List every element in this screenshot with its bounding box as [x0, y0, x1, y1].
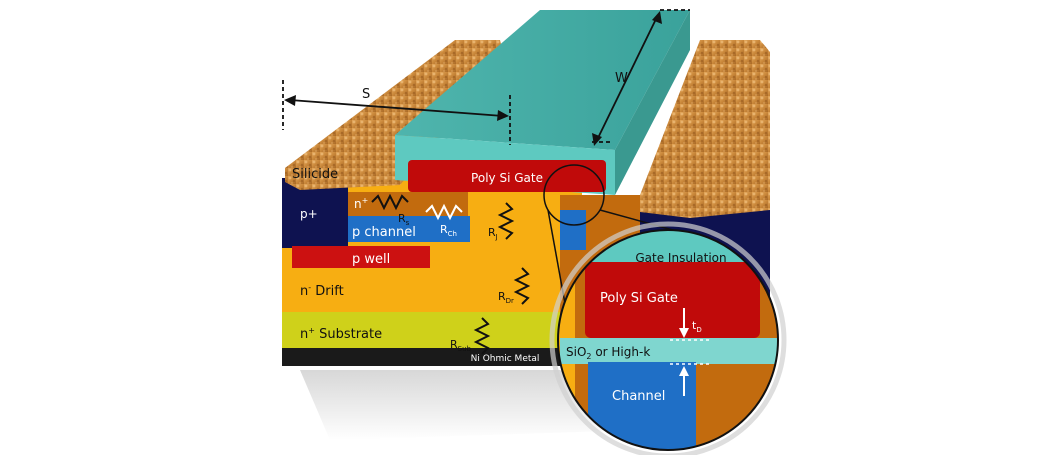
zoom-magnifier — [549, 221, 787, 455]
label-n-plus: n+ — [354, 196, 368, 211]
dimension-lines — [282, 9, 690, 146]
gate-insulation-side — [615, 10, 690, 195]
zoom-oxide-layer — [560, 338, 778, 364]
label-rch: RCh — [440, 223, 457, 238]
resistor-rs-icon — [371, 193, 409, 211]
silicide-pad-left — [285, 40, 505, 190]
label-p-well: p well — [352, 252, 390, 267]
label-zoom-sio2: SiO2 or High-k — [566, 345, 650, 361]
label-n-substrate: n+ Substrate — [300, 326, 382, 342]
label-rs: Rs — [398, 212, 410, 227]
label-zoom-channel: Channel — [612, 389, 665, 404]
resistor-symbols — [371, 193, 531, 355]
resistor-rsub-icon — [473, 317, 491, 355]
drain-side-blue — [560, 210, 586, 250]
label-zoom-gate-insulation: Gate Insulation — [635, 251, 726, 265]
label-p-plus: p+ — [300, 207, 318, 221]
label-dim-s: S — [362, 87, 370, 102]
label-zoom-tox: tD — [692, 319, 702, 334]
resistor-rch-icon — [425, 203, 463, 221]
label-dim-w: W — [615, 71, 628, 86]
label-p-channel: p channel — [352, 225, 416, 240]
ni-ohmic-metal-layer — [282, 348, 582, 366]
label-zoom-poly-gate: Poly Si Gate — [600, 291, 678, 306]
dim-s-arrow — [289, 99, 504, 117]
resistor-rj-icon — [497, 202, 515, 240]
label-ni-metal: Ni Ohmic Metal — [471, 354, 540, 364]
p-channel-region — [348, 216, 470, 242]
label-rj: RJ — [488, 226, 498, 241]
label-rdr: RDr — [498, 290, 514, 305]
gate-insulation-top — [395, 10, 690, 150]
ground-shadow — [300, 370, 640, 440]
n-substrate-region — [282, 312, 582, 348]
dim-w-arrow — [596, 16, 658, 141]
resistor-rdr-icon — [513, 267, 531, 305]
p-well-region — [292, 246, 430, 268]
label-silicide: Silicide — [292, 167, 338, 182]
label-rsub: RSub — [450, 338, 472, 353]
p-plus-region — [282, 178, 348, 248]
silicide-pad-right — [640, 40, 770, 218]
label-poly-gate: Poly Si Gate — [471, 171, 543, 185]
poly-si-gate — [408, 160, 606, 192]
zoom-poly-gate — [585, 262, 760, 338]
label-n-drift: n- Drift — [300, 283, 344, 299]
